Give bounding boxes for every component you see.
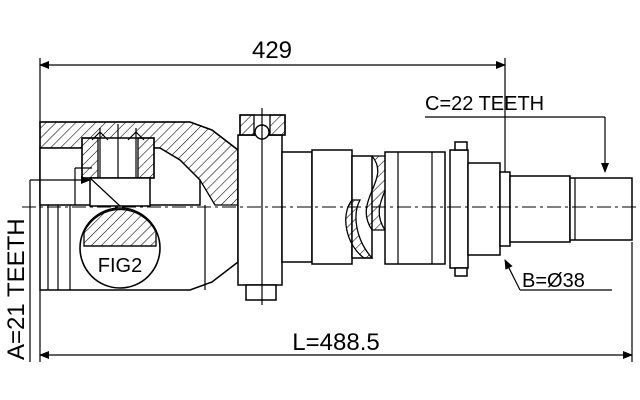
joint-housing [39, 121, 239, 291]
detail-fig2-label: FIG2 [98, 255, 142, 277]
dim-spline-a: A=21 TEETH [3, 176, 91, 362]
dim-length-l-label: L=488.5 [292, 329, 379, 356]
output-shaft [449, 141, 633, 277]
dim-diameter-b: B=Ø38 [504, 259, 612, 292]
detail-fig2: FIG2 [79, 207, 161, 289]
dim-spline-c: C=22 TEETH [425, 93, 609, 173]
dim-spline-c-label: C=22 TEETH [425, 93, 544, 115]
dim-429: 429 [39, 37, 506, 175]
dim-429-label: 429 [252, 37, 292, 64]
dim-length-l: L=488.5 [39, 242, 633, 362]
dim-diameter-b-label: B=Ø38 [522, 270, 585, 292]
dim-spline-a-label: A=21 TEETH [3, 218, 30, 360]
boot-collar [237, 108, 286, 305]
